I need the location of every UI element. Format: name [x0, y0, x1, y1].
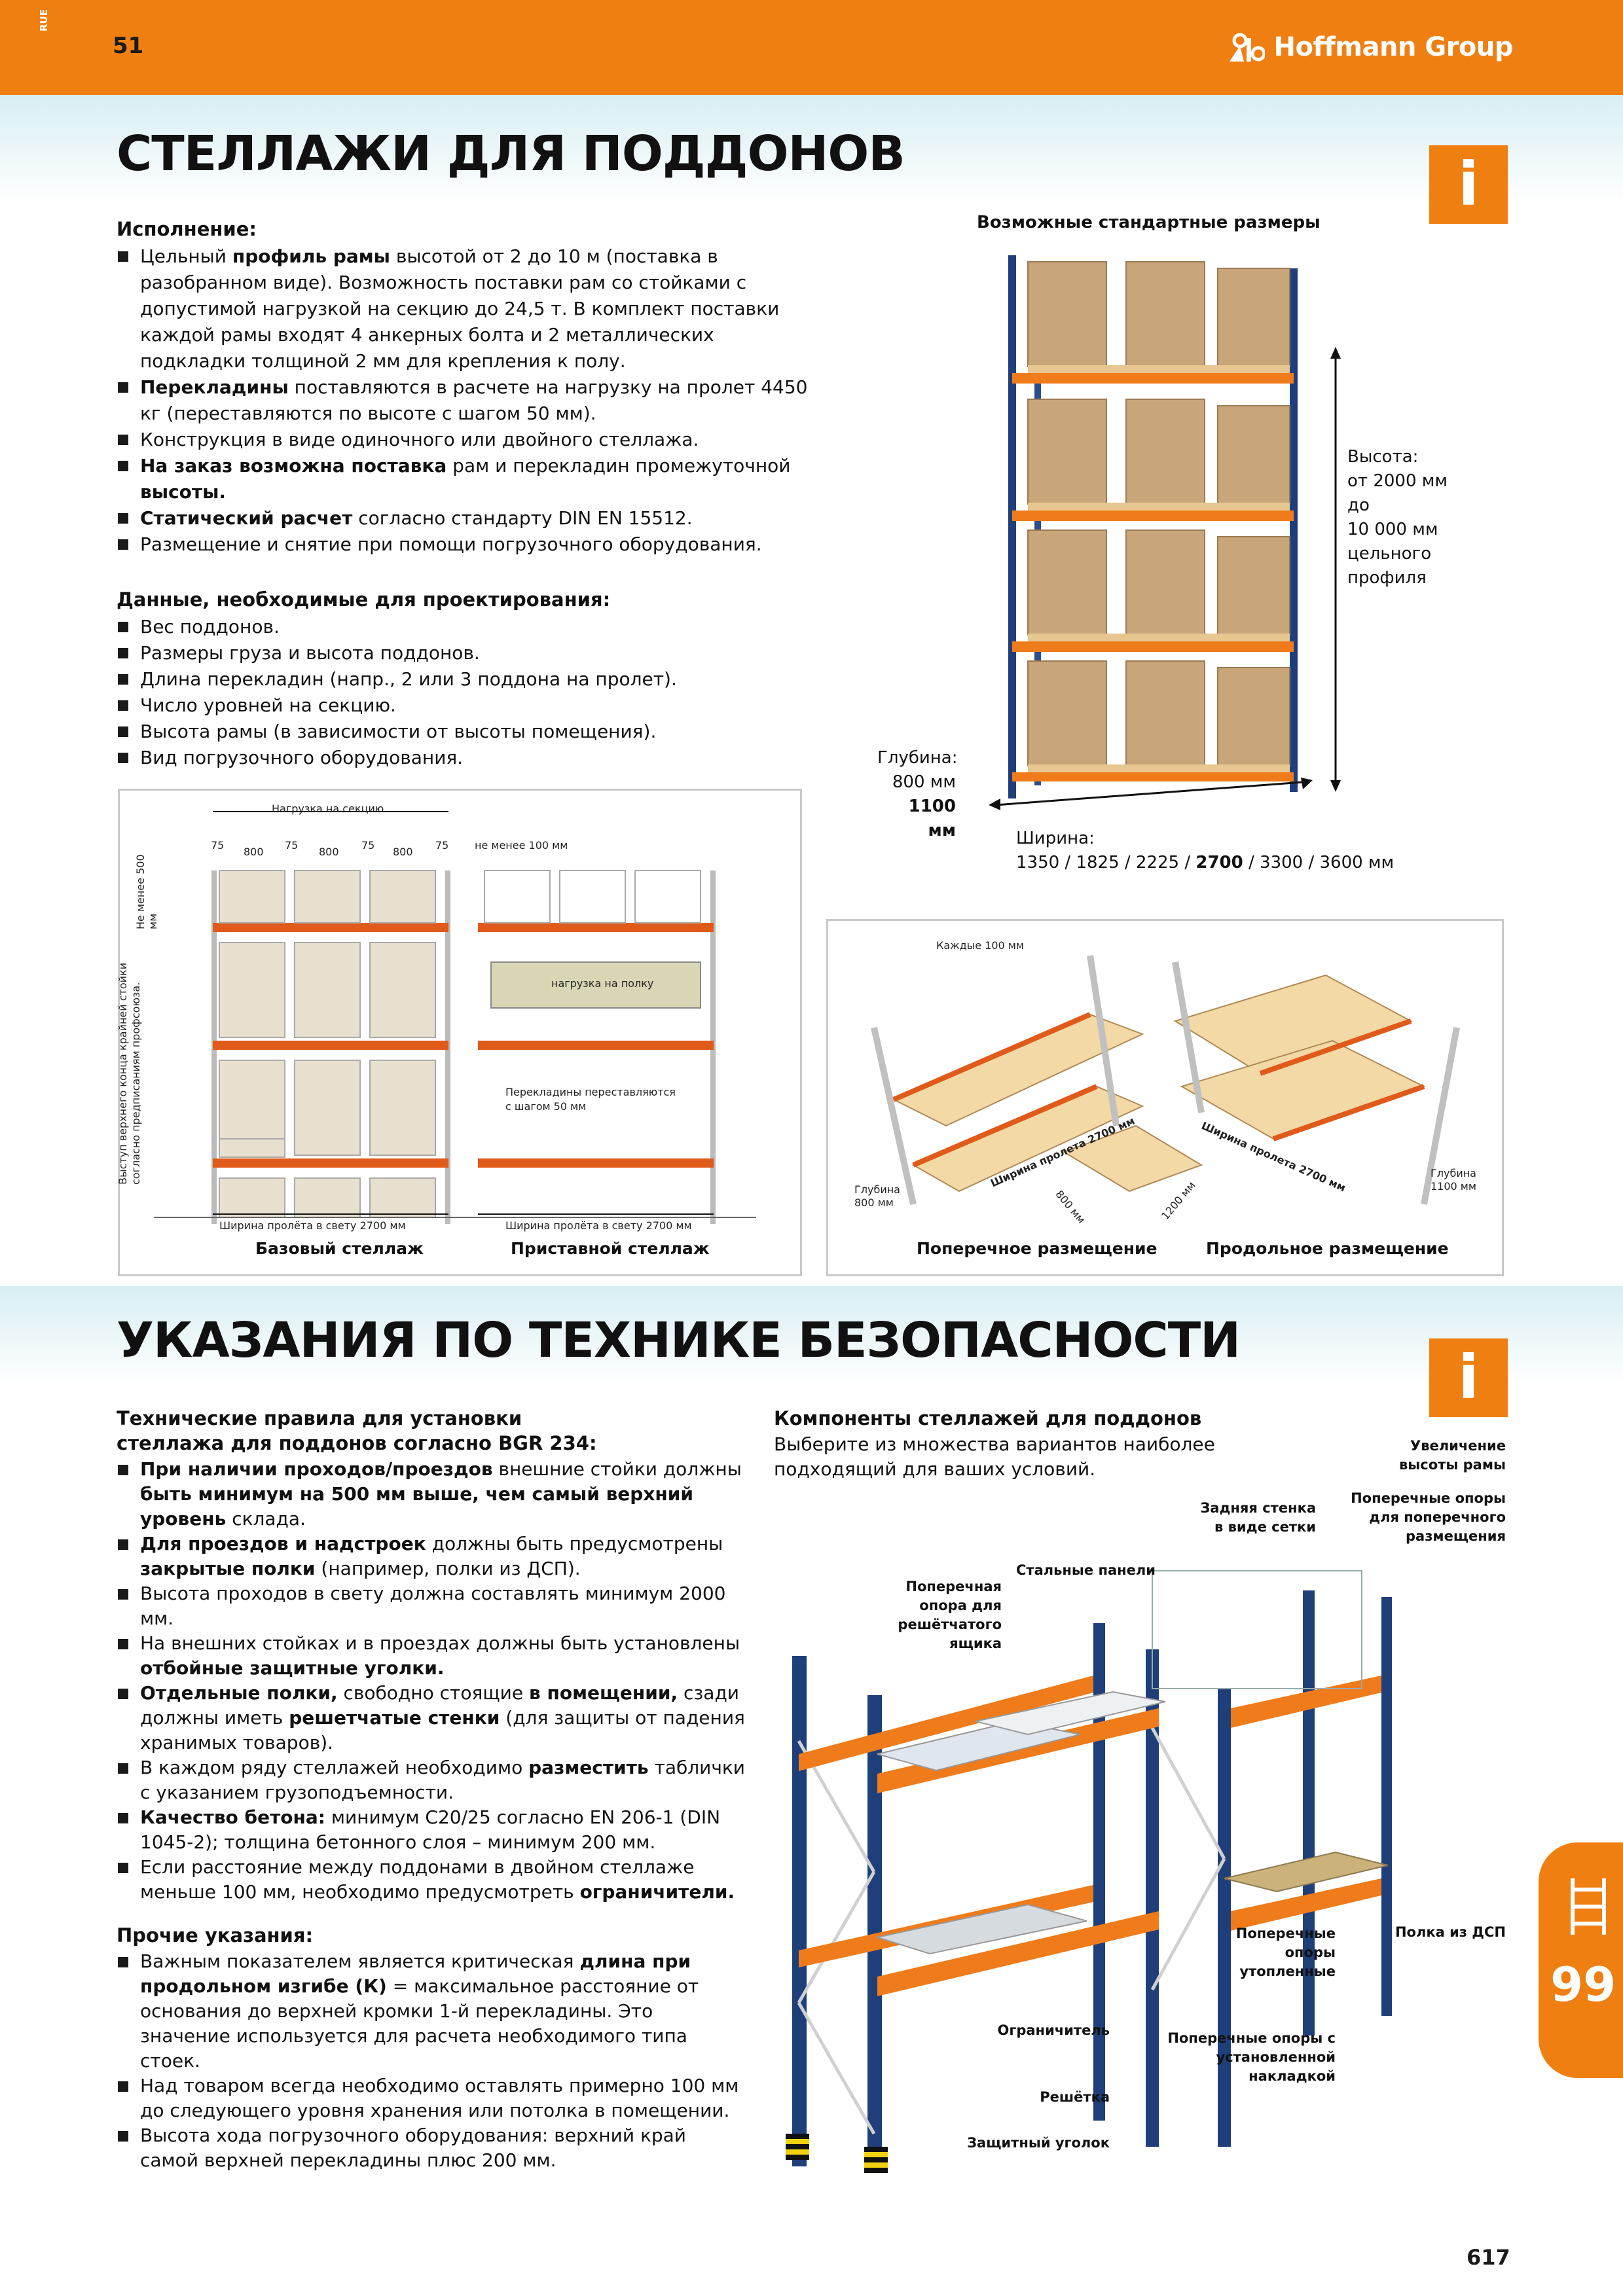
other-notes-list: Важным показателем является критическая … [117, 1949, 745, 2173]
dim-label: 800 [393, 846, 413, 858]
sizes-caption: Возможные стандартные размеры [977, 213, 1321, 232]
list-item: Конструкция в виде одиночного или двойно… [117, 427, 811, 453]
min-100-label: не менее 100 мм [475, 839, 568, 852]
label-steel-panels: Стальные панели [1016, 1562, 1156, 1578]
other-notes-heading: Прочие указания: [117, 1924, 314, 1946]
dim-label: 75 [361, 839, 375, 852]
label-supports-with-pad: Поперечные опоры с установленной накладк… [1167, 2030, 1336, 2084]
list-item: На внешних стойках и в проездах должны б… [117, 1631, 745, 1681]
height-label: Высота: от 2000 мм до 10 000 мм цельного… [1347, 447, 1448, 588]
list-item: Отдельные полки, свободно стоящие в поме… [117, 1681, 745, 1755]
components-subtitle: Выберите из множества вариантов наиболее… [774, 1433, 1215, 1480]
dim-label: 800 [319, 846, 339, 858]
brand-logo: Hoffmann Group [1229, 31, 1514, 63]
caption-long-placement: Продольное размещение [1206, 1239, 1449, 1258]
dim-label: 75 [435, 839, 449, 852]
load-per-shelf-label: нагрузка на полку [551, 977, 654, 990]
list-item: Статический расчет согласно стандарту DI… [117, 505, 811, 531]
depth-1100-label: Глубина 1100 мм [1431, 1167, 1476, 1193]
pallet-placement-drawing [871, 955, 1460, 1206]
hoffmann-logo-icon [1229, 31, 1266, 63]
min-500-label: Не менее 500 мм [134, 854, 159, 929]
list-item: Качество бетона: минимум С20/25 согласно… [117, 1805, 745, 1855]
list-item: В каждом ряду стеллажей необходимо разме… [117, 1755, 745, 1805]
design-data-heading: Данные, необходимые для проектирования: [117, 588, 611, 611]
list-item: Высота проходов в свету должна составлят… [117, 1581, 745, 1631]
chapter-tab[interactable] [1539, 1842, 1623, 2078]
section-band-1 [0, 95, 1623, 203]
dim-label: 75 [211, 839, 225, 852]
list-item: Перекладины поставляются в расчете на на… [117, 374, 811, 427]
list-item: Над товаром всегда необходимо оставлять … [117, 2073, 745, 2123]
list-item: Для проездов и надстроек должны быть пре… [117, 1532, 745, 1581]
execution-heading: Исполнение: [117, 218, 257, 240]
design-data-list: Вес поддонов. Размеры груза и высота под… [117, 614, 811, 771]
dim-label: 800 [244, 846, 264, 858]
dim-label: 75 [285, 839, 299, 852]
label-chipboard-shelf: Полка из ДСП [1395, 1924, 1506, 1940]
shelving-icon [1571, 1878, 1606, 1935]
list-item: Размеры груза и высота поддонов. [117, 640, 811, 666]
label-grid: Решётка [1040, 2089, 1110, 2105]
list-item: Число уровней на секцию. [117, 692, 811, 719]
width-label: Ширина: 1350 / 1825 / 2225 / 2700 / 3300… [1016, 829, 1395, 872]
components-heading: Компоненты стеллажей для поддонов [774, 1407, 1202, 1429]
execution-block: Исполнение: Цельный профиль рамы высотой… [117, 216, 811, 771]
header-bar [0, 0, 1623, 95]
list-item: Важным показателем является критическая … [117, 1949, 745, 2073]
section-title-racks: СТЕЛЛАЖИ ДЛЯ ПОДДОНОВ [117, 126, 905, 182]
list-item: Размещение и снятие при помощи погрузочн… [117, 531, 811, 558]
upright-note: Выступ верхнего конца крайней стойки сог… [117, 962, 142, 1185]
caption-extension-rack: Приставной стеллаж [511, 1239, 710, 1258]
label-frame-extension: Увеличение высоты рамы [1399, 1438, 1506, 1473]
list-item: Высота рамы (в зависимости от высоты пом… [117, 719, 811, 745]
label-mesh-back: Задняя стенка в виде сетки [1200, 1500, 1316, 1535]
language-code: RUE [38, 9, 50, 31]
depth-800-label: Глубина 800 мм [854, 1183, 900, 1209]
info-icon: i [1429, 1338, 1508, 1417]
list-item: На заказ возможна поставка рам и перекла… [117, 453, 811, 505]
list-item: Длина перекладин (напр., 2 или 3 поддона… [117, 666, 811, 692]
catalog-page-number: 51 [113, 33, 144, 59]
beams-step-note: Перекладины переставляются с шагом 50 мм [505, 1086, 676, 1113]
chapter-number: 99 [1550, 1957, 1616, 2012]
label-guard-angle: Защитный уголок [967, 2135, 1110, 2151]
list-item: При наличии проходов/проездов внешние ст… [117, 1457, 745, 1532]
height-arrow [1330, 347, 1341, 792]
brand-name: Hoffmann Group [1273, 32, 1514, 62]
pallet-rack-illustration [1008, 255, 1298, 798]
load-per-section-label: Нагрузка на секцию [272, 802, 384, 815]
label-cross-support: Поперечные опоры для поперечного размеще… [1351, 1490, 1506, 1544]
list-item: Вес поддонов. [117, 614, 811, 640]
depth-label: Глубина: 800 мм 1100 мм [877, 748, 958, 840]
rack-elevation-drawing [154, 811, 756, 1224]
label-stopper: Ограничитель [997, 2022, 1110, 2038]
label-grid-box-support: Поперечная опора для решётчатого ящика [898, 1579, 1002, 1651]
page-number: 617 [1467, 2245, 1510, 2270]
caption-cross-placement: Поперечное размещение [917, 1239, 1158, 1258]
span-width-right: Ширина пролёта в свету 2700 мм [505, 1219, 692, 1232]
list-item: Высота хода погрузочного оборудования: в… [117, 2123, 745, 2173]
every-100-label: Каждые 100 мм [936, 939, 1024, 952]
execution-list: Цельный профиль рамы высотой от 2 до 10 … [117, 243, 811, 558]
list-item: Цельный профиль рамы высотой от 2 до 10 … [117, 243, 811, 374]
caption-base-rack: Базовый стеллаж [255, 1239, 424, 1258]
components-intro: Компоненты стеллажей для поддонов Выбери… [774, 1406, 1311, 1482]
label-recessed-supports: Поперечные опоры утопленные [1235, 1926, 1336, 1979]
width-arrow [989, 778, 1313, 810]
section-band-2 [0, 1286, 1623, 1384]
span-width-left: Ширина пролёта в свету 2700 мм [219, 1219, 406, 1232]
list-item: Если расстояние между поддонами в двойно… [117, 1855, 745, 1905]
section-title-safety: УКАЗАНИЯ ПО ТЕХНИКЕ БЕЗОПАСНОСТИ [117, 1312, 1241, 1369]
info-icon: i [1429, 145, 1508, 224]
rack-components-illustration [786, 1570, 1392, 2173]
list-item: Вид погрузочного оборудования. [117, 745, 811, 771]
rules-list: При наличии проходов/проездов внешние ст… [117, 1457, 745, 1905]
